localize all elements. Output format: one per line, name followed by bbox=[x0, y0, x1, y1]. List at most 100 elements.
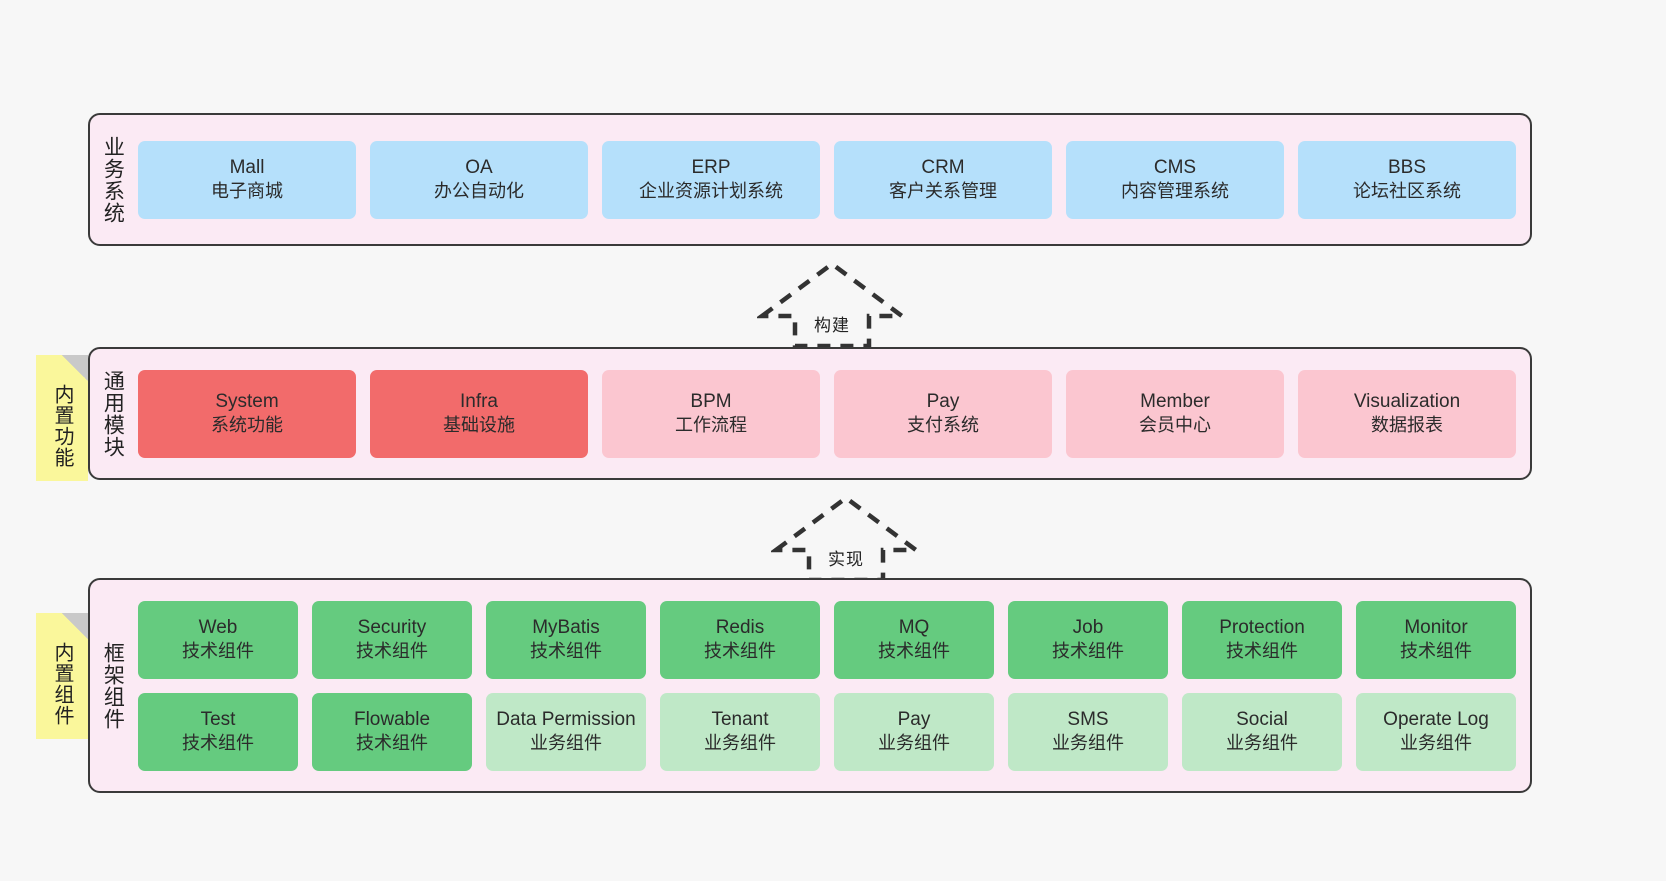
card-title: Infra bbox=[459, 391, 499, 413]
card-subtitle: 企业资源计划系统 bbox=[639, 181, 783, 202]
card-title: Test bbox=[200, 709, 236, 731]
layer-modules-cards: System 系统功能 Infra 基础设施 BPM 工作流程 Pay 支付系统… bbox=[134, 349, 1530, 478]
card-title: CRM bbox=[921, 157, 965, 179]
card-title: CMS bbox=[1153, 157, 1197, 179]
card-mybatis[interactable]: MyBatis 技术组件 bbox=[486, 600, 646, 679]
arrow-implement-label: 实现 bbox=[828, 550, 864, 569]
card-subtitle: 技术组件 bbox=[182, 733, 254, 754]
card-social[interactable]: Social 业务组件 bbox=[1182, 692, 1342, 771]
card-operate-log[interactable]: Operate Log 业务组件 bbox=[1356, 692, 1516, 771]
card-subtitle: 业务组件 bbox=[1052, 733, 1124, 754]
card-title: OA bbox=[465, 157, 493, 179]
card-subtitle: 技术组件 bbox=[878, 641, 950, 662]
arrow-build-label: 构建 bbox=[814, 316, 850, 335]
card-subtitle: 业务组件 bbox=[1226, 733, 1298, 754]
card-erp[interactable]: ERP 企业资源计划系统 bbox=[602, 140, 820, 219]
card-subtitle: 客户关系管理 bbox=[889, 181, 997, 202]
card-job[interactable]: Job 技术组件 bbox=[1008, 600, 1168, 679]
card-subtitle: 技术组件 bbox=[356, 641, 428, 662]
card-subtitle: 技术组件 bbox=[1226, 641, 1298, 662]
card-bbs[interactable]: BBS 论坛社区系统 bbox=[1298, 140, 1516, 219]
layer-business-system: 业务系统 Mall 电子商城 OA 办公自动化 ERP 企业资源计划系统 CRM… bbox=[88, 113, 1532, 246]
card-pay[interactable]: Pay 支付系统 bbox=[834, 369, 1052, 458]
card-title: Flowable bbox=[353, 709, 431, 731]
card-subtitle: 技术组件 bbox=[530, 641, 602, 662]
card-member[interactable]: Member 会员中心 bbox=[1066, 369, 1284, 458]
card-title: Web bbox=[198, 617, 238, 639]
card-subtitle: 业务组件 bbox=[1400, 733, 1472, 754]
card-mall[interactable]: Mall 电子商城 bbox=[138, 140, 356, 219]
note-fold-corner bbox=[62, 355, 88, 381]
card-monitor[interactable]: Monitor 技术组件 bbox=[1356, 600, 1516, 679]
card-subtitle: 业务组件 bbox=[704, 733, 776, 754]
card-subtitle: 工作流程 bbox=[675, 415, 747, 436]
framework-row-2: Test 技术组件 Flowable 技术组件 Data Permission … bbox=[138, 692, 1516, 771]
note-builtin-feature: 内置功能 bbox=[36, 355, 88, 481]
card-subtitle: 电子商城 bbox=[211, 181, 283, 202]
card-system[interactable]: System 系统功能 bbox=[138, 369, 356, 458]
card-subtitle: 基础设施 bbox=[443, 415, 515, 436]
card-title: Tenant bbox=[711, 709, 769, 731]
card-title: Social bbox=[1236, 709, 1288, 731]
card-test[interactable]: Test 技术组件 bbox=[138, 692, 298, 771]
card-title: Operate Log bbox=[1383, 709, 1489, 731]
layer-modules-title: 通用模块 bbox=[101, 369, 125, 458]
card-subtitle: 论坛社区系统 bbox=[1353, 181, 1461, 202]
card-bpm[interactable]: BPM 工作流程 bbox=[602, 369, 820, 458]
card-cms[interactable]: CMS 内容管理系统 bbox=[1066, 140, 1284, 219]
note-label: 内置功能 bbox=[51, 384, 73, 468]
framework-row-1: Web 技术组件 Security 技术组件 MyBatis 技术组件 Redi… bbox=[138, 600, 1516, 679]
card-subtitle: 业务组件 bbox=[878, 733, 950, 754]
card-infra[interactable]: Infra 基础设施 bbox=[370, 369, 588, 458]
arrow-implement: 实现 bbox=[771, 492, 921, 584]
card-title: Monitor bbox=[1404, 617, 1468, 639]
card-redis[interactable]: Redis 技术组件 bbox=[660, 600, 820, 679]
card-subtitle: 业务组件 bbox=[530, 733, 602, 754]
card-subtitle: 技术组件 bbox=[182, 641, 254, 662]
card-protection[interactable]: Protection 技术组件 bbox=[1182, 600, 1342, 679]
card-pay-component[interactable]: Pay 业务组件 bbox=[834, 692, 994, 771]
card-tenant[interactable]: Tenant 业务组件 bbox=[660, 692, 820, 771]
card-title: MyBatis bbox=[532, 617, 600, 639]
card-title: Mall bbox=[229, 157, 265, 179]
card-web[interactable]: Web 技术组件 bbox=[138, 600, 298, 679]
card-visualization[interactable]: Visualization 数据报表 bbox=[1298, 369, 1516, 458]
layer-common-modules: 通用模块 System 系统功能 Infra 基础设施 BPM 工作流程 Pay… bbox=[88, 347, 1532, 480]
card-subtitle: 支付系统 bbox=[907, 415, 979, 436]
card-flowable[interactable]: Flowable 技术组件 bbox=[312, 692, 472, 771]
card-subtitle: 内容管理系统 bbox=[1121, 181, 1229, 202]
card-subtitle: 技术组件 bbox=[1052, 641, 1124, 662]
card-title: SMS bbox=[1067, 709, 1109, 731]
card-title: Security bbox=[357, 617, 427, 639]
layer-business-title: 业务系统 bbox=[101, 135, 125, 224]
note-builtin-component: 内置组件 bbox=[36, 613, 88, 739]
card-sms[interactable]: SMS 业务组件 bbox=[1008, 692, 1168, 771]
card-data-permission[interactable]: Data Permission 业务组件 bbox=[486, 692, 646, 771]
card-title: ERP bbox=[691, 157, 731, 179]
card-subtitle: 技术组件 bbox=[1400, 641, 1472, 662]
card-subtitle: 办公自动化 bbox=[434, 181, 524, 202]
card-title: Member bbox=[1140, 391, 1210, 413]
card-mq[interactable]: MQ 技术组件 bbox=[834, 600, 994, 679]
note-label: 内置组件 bbox=[51, 642, 73, 726]
card-title: Job bbox=[1072, 617, 1104, 639]
layer-framework-cards: Web 技术组件 Security 技术组件 MyBatis 技术组件 Redi… bbox=[134, 580, 1530, 791]
card-security[interactable]: Security 技术组件 bbox=[312, 600, 472, 679]
layer-business-cards: Mall 电子商城 OA 办公自动化 ERP 企业资源计划系统 CRM 客户关系… bbox=[134, 115, 1530, 244]
layer-framework-components: 框架组件 Web 技术组件 Security 技术组件 MyBatis 技术组件… bbox=[88, 578, 1532, 793]
card-title: BPM bbox=[690, 391, 732, 413]
card-subtitle: 系统功能 bbox=[211, 415, 283, 436]
card-title: Visualization bbox=[1353, 391, 1461, 413]
card-title: MQ bbox=[898, 617, 930, 639]
arrow-build: 构建 bbox=[757, 258, 907, 350]
card-title: Pay bbox=[926, 391, 960, 413]
card-subtitle: 会员中心 bbox=[1139, 415, 1211, 436]
layer-framework-title: 框架组件 bbox=[101, 641, 125, 730]
card-title: Pay bbox=[897, 709, 931, 731]
card-title: Data Permission bbox=[496, 709, 636, 731]
card-crm[interactable]: CRM 客户关系管理 bbox=[834, 140, 1052, 219]
card-subtitle: 数据报表 bbox=[1371, 415, 1443, 436]
card-title: Redis bbox=[715, 617, 765, 639]
card-oa[interactable]: OA 办公自动化 bbox=[370, 140, 588, 219]
